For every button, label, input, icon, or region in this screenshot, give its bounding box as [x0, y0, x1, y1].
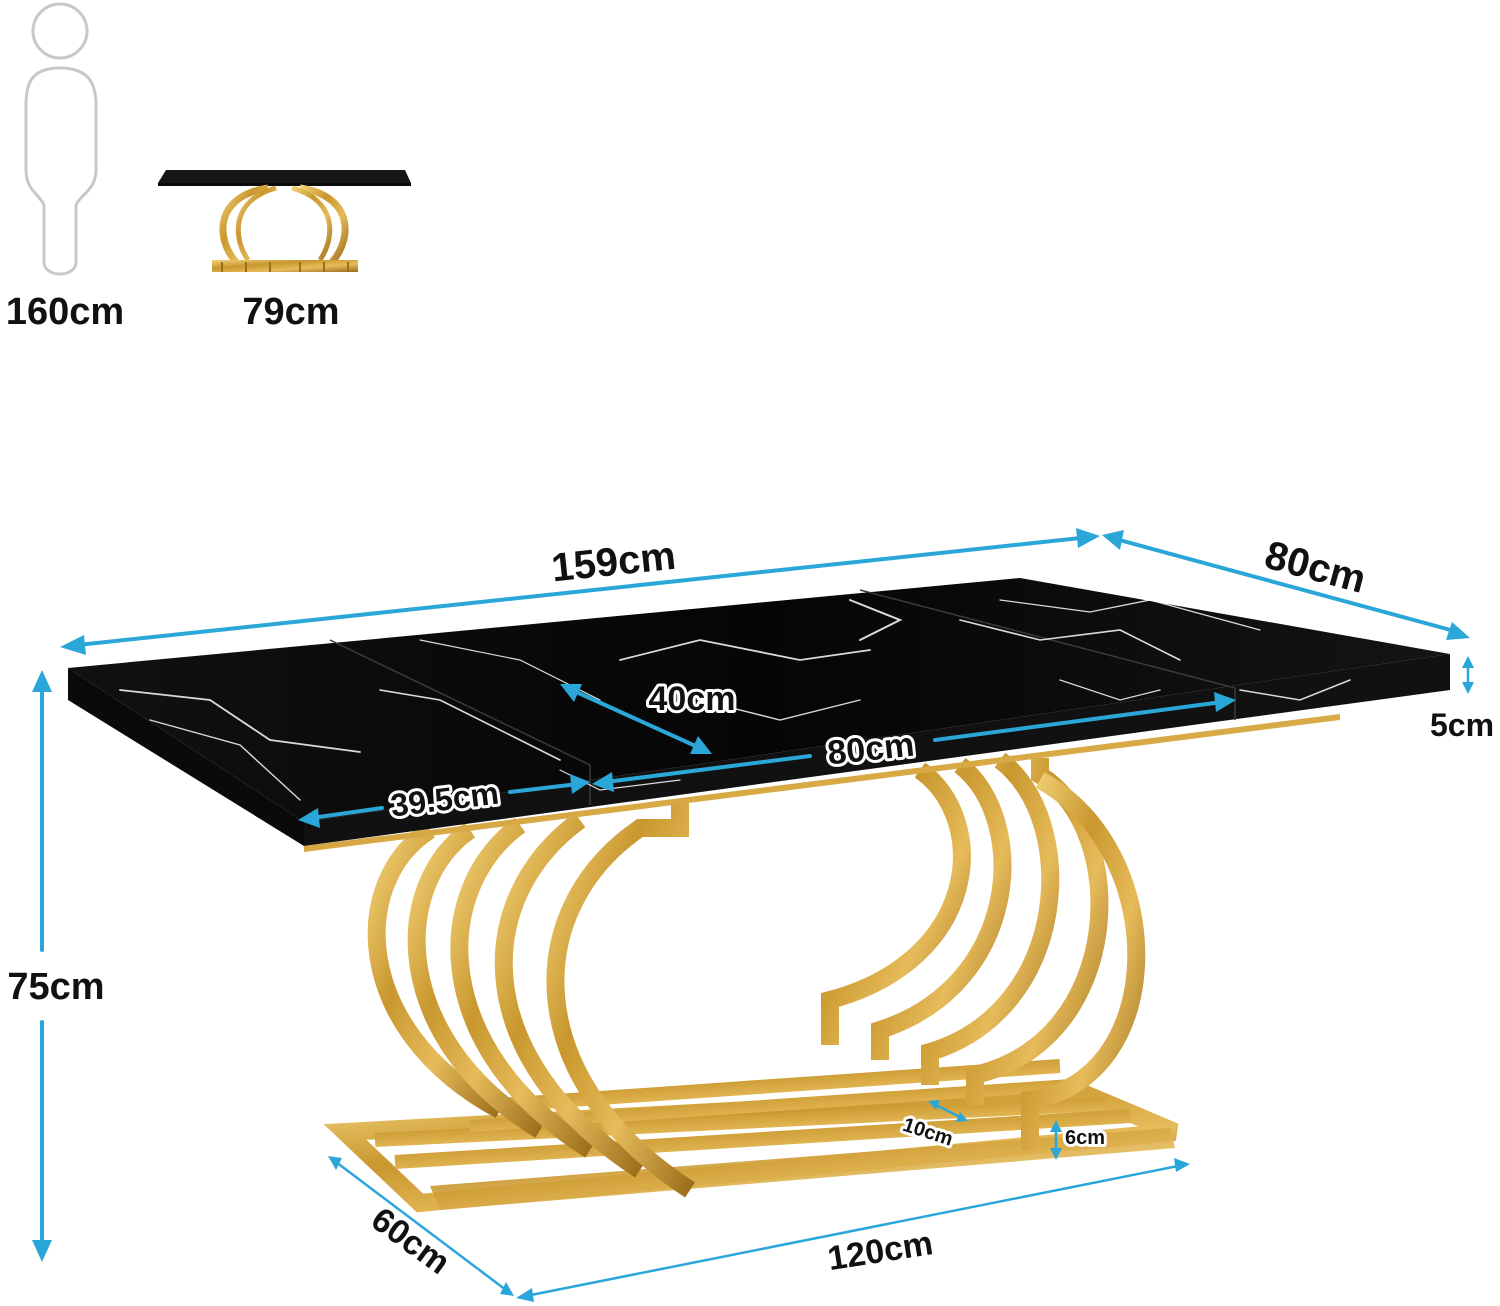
center-width-dimension — [592, 692, 1236, 792]
marble-tabletop — [68, 578, 1450, 852]
left-arch-legs — [367, 800, 695, 1198]
base-depth-dimension — [328, 1156, 514, 1296]
table-height-label: 79cm — [242, 291, 339, 333]
thickness-label: 5cm — [1430, 707, 1494, 743]
thickness-dimension — [1462, 656, 1474, 694]
center-width-label: 80cm — [826, 726, 916, 773]
bar-height-dimension — [1050, 1120, 1062, 1160]
side-width-dimension — [298, 774, 590, 828]
extension-depth-label: 40cm — [649, 680, 736, 718]
table-thumbnail-icon — [158, 170, 411, 272]
extension-depth-dimension — [560, 684, 712, 754]
base-depth-label: 60cm — [364, 1200, 457, 1282]
height-dimension — [32, 670, 52, 1262]
base-length-dimension — [516, 1158, 1190, 1302]
person-silhouette-icon — [24, 2, 98, 276]
right-arch-legs — [821, 752, 1146, 1150]
length-dimension — [60, 528, 1100, 655]
bar-gap-dimension — [928, 1100, 968, 1122]
person-height-label: 160cm — [6, 291, 124, 333]
bar-height-label: 6cm — [1065, 1127, 1105, 1149]
depth-dimension — [1102, 530, 1470, 640]
height-label: 75cm — [7, 966, 104, 1008]
